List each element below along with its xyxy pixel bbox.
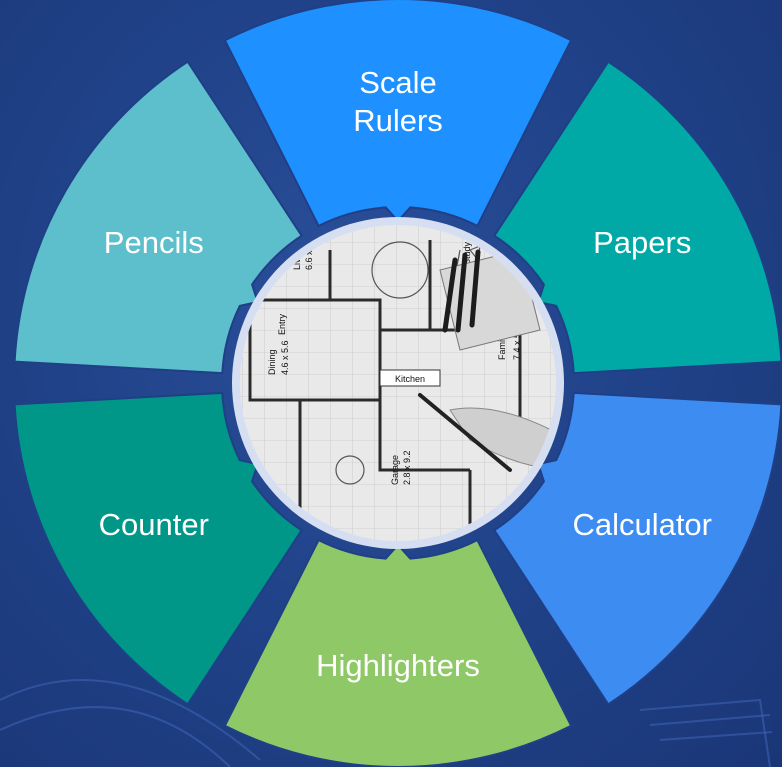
segment-label-line: Counter: [99, 507, 209, 542]
plan-label-kitchen: Kitchen: [395, 374, 425, 384]
plan-label-garage: Garage: [390, 455, 400, 485]
segment-label-line: Calculator: [572, 507, 712, 542]
plan-label-family: Family: [497, 333, 507, 360]
segment-label-line: Pencils: [104, 225, 204, 260]
plan-label-living-size: 6.6 x 5.8: [304, 235, 314, 270]
segment-highlighters: [223, 539, 573, 767]
plan-label-family-size: 7.4 x 5.6: [512, 325, 522, 360]
plan-label-study: Study: [462, 241, 472, 265]
plan-label-dining-size: 4.6 x 5.6: [280, 340, 290, 375]
segment-label-line: Scale: [359, 65, 437, 100]
segment-scale-rulers: [223, 0, 573, 227]
segment-counter: [13, 391, 303, 706]
segment-label-counter: Counter: [99, 507, 209, 542]
segment-label-calculator: Calculator: [572, 507, 712, 542]
segment-label-line: Highlighters: [316, 648, 480, 683]
segment-label-line: Papers: [593, 225, 691, 260]
segment-label-line: Rulers: [353, 103, 443, 138]
segment-label-pencils: Pencils: [104, 225, 204, 260]
plan-label-garage-size: 2.8 x 9.2: [402, 450, 412, 485]
center-image: Kitchen Dining Garage Living Family 7.4 …: [232, 217, 564, 549]
plan-label-dining: Dining: [267, 349, 277, 375]
segment-pencils: [13, 60, 303, 375]
segment-ring: [13, 0, 782, 767]
segment-calculator: [493, 391, 782, 706]
plan-label-entry: Entry: [277, 313, 287, 335]
segment-papers: [493, 60, 782, 375]
segment-label-highlighters: Highlighters: [316, 648, 480, 683]
segment-label-papers: Papers: [593, 225, 691, 260]
background-decoration: [0, 679, 773, 767]
